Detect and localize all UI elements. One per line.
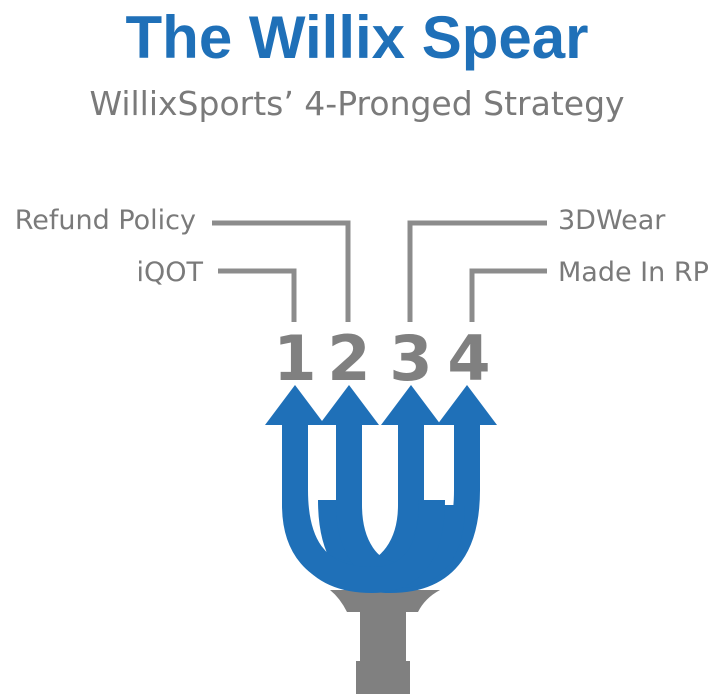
connector-lines <box>212 220 547 322</box>
prong-gaps <box>319 420 443 505</box>
connector-line-1 <box>218 268 297 322</box>
prong-arrowheads <box>265 385 497 425</box>
prong-number-4: 4 <box>447 322 490 395</box>
prong-label-1: iQOT <box>137 257 204 288</box>
handle-collar <box>330 590 440 665</box>
prong-label-4: Made In RP <box>558 257 709 288</box>
spear-prongs <box>282 415 480 594</box>
page-title: The Willix Spear <box>126 4 589 71</box>
arrowhead-4 <box>437 385 497 425</box>
prong-label-3: 3DWear <box>558 205 666 236</box>
prong-label-2: Refund Policy <box>15 205 196 236</box>
prong-number-1: 1 <box>273 322 316 395</box>
connector-line-3 <box>407 220 547 322</box>
page-subtitle: WillixSports’ 4-Pronged Strategy <box>89 84 624 123</box>
spear-handle <box>330 590 440 694</box>
prong-number-3: 3 <box>389 322 432 395</box>
arrowhead-3 <box>381 385 441 425</box>
handle-base <box>356 661 410 694</box>
connector-line-4 <box>469 268 547 322</box>
prong-shaft-1 <box>282 415 445 594</box>
connector-line-2 <box>212 220 351 322</box>
prong-number-2: 2 <box>327 322 370 395</box>
arrowhead-2 <box>319 385 379 425</box>
arrowhead-1 <box>265 385 325 425</box>
